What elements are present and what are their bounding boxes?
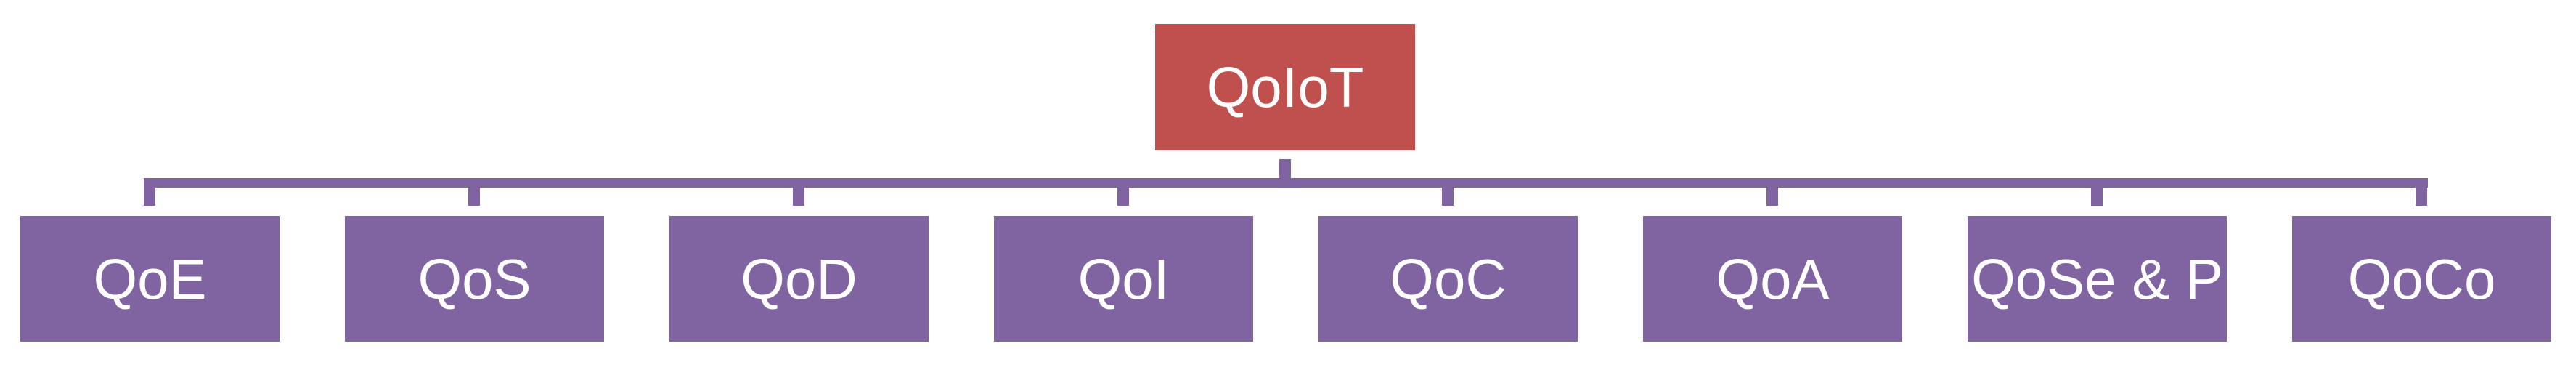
connector-stub-qoc xyxy=(1442,188,1454,206)
root-node-qoiot: QoIoT xyxy=(1155,24,1415,150)
connector-stub-qoa xyxy=(1766,188,1778,206)
child-node-label: QoC xyxy=(1390,246,1507,311)
child-node-label: QoA xyxy=(1716,246,1830,311)
connector-root-stub xyxy=(1279,159,1291,178)
child-node-label: QoCo xyxy=(2347,246,2496,311)
connector-stub-qoi xyxy=(1117,188,1129,206)
child-node-label: QoI xyxy=(1077,246,1170,311)
child-node-qoi: QoI xyxy=(994,216,1253,342)
connector-horizontal-rail xyxy=(144,178,2428,188)
child-node-qoa: QoA xyxy=(1643,216,1902,342)
connector-stub-qoco xyxy=(2416,188,2427,206)
child-node-qod: QoD xyxy=(669,216,929,342)
root-node-label: QoIoT xyxy=(1206,55,1364,119)
child-node-label: QoS xyxy=(417,246,531,311)
child-node-qoe: QoE xyxy=(20,216,280,342)
connector-stub-qose-p xyxy=(2091,188,2103,206)
connector-stub-qod xyxy=(793,188,804,206)
child-node-qoco: QoCo xyxy=(2292,216,2551,342)
connector-stub-qos xyxy=(468,188,480,206)
child-node-label: QoSe & P xyxy=(1971,246,2223,311)
connector-stub-qoe xyxy=(144,188,155,206)
child-node-label: QoE xyxy=(93,246,207,311)
child-node-qos: QoS xyxy=(345,216,604,342)
child-node-qose-p: QoSe & P xyxy=(1968,216,2227,342)
child-node-label: QoD xyxy=(741,246,857,311)
child-node-qoc: QoC xyxy=(1318,216,1578,342)
